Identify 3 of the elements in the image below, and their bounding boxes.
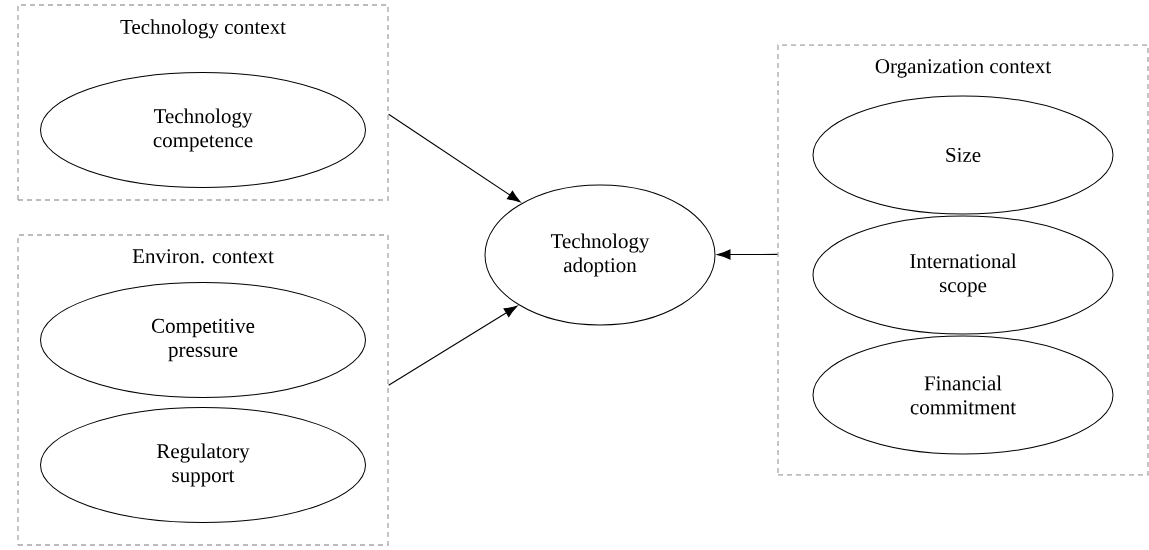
arrow <box>717 249 778 260</box>
arrow <box>388 305 518 386</box>
arrow <box>388 113 521 203</box>
